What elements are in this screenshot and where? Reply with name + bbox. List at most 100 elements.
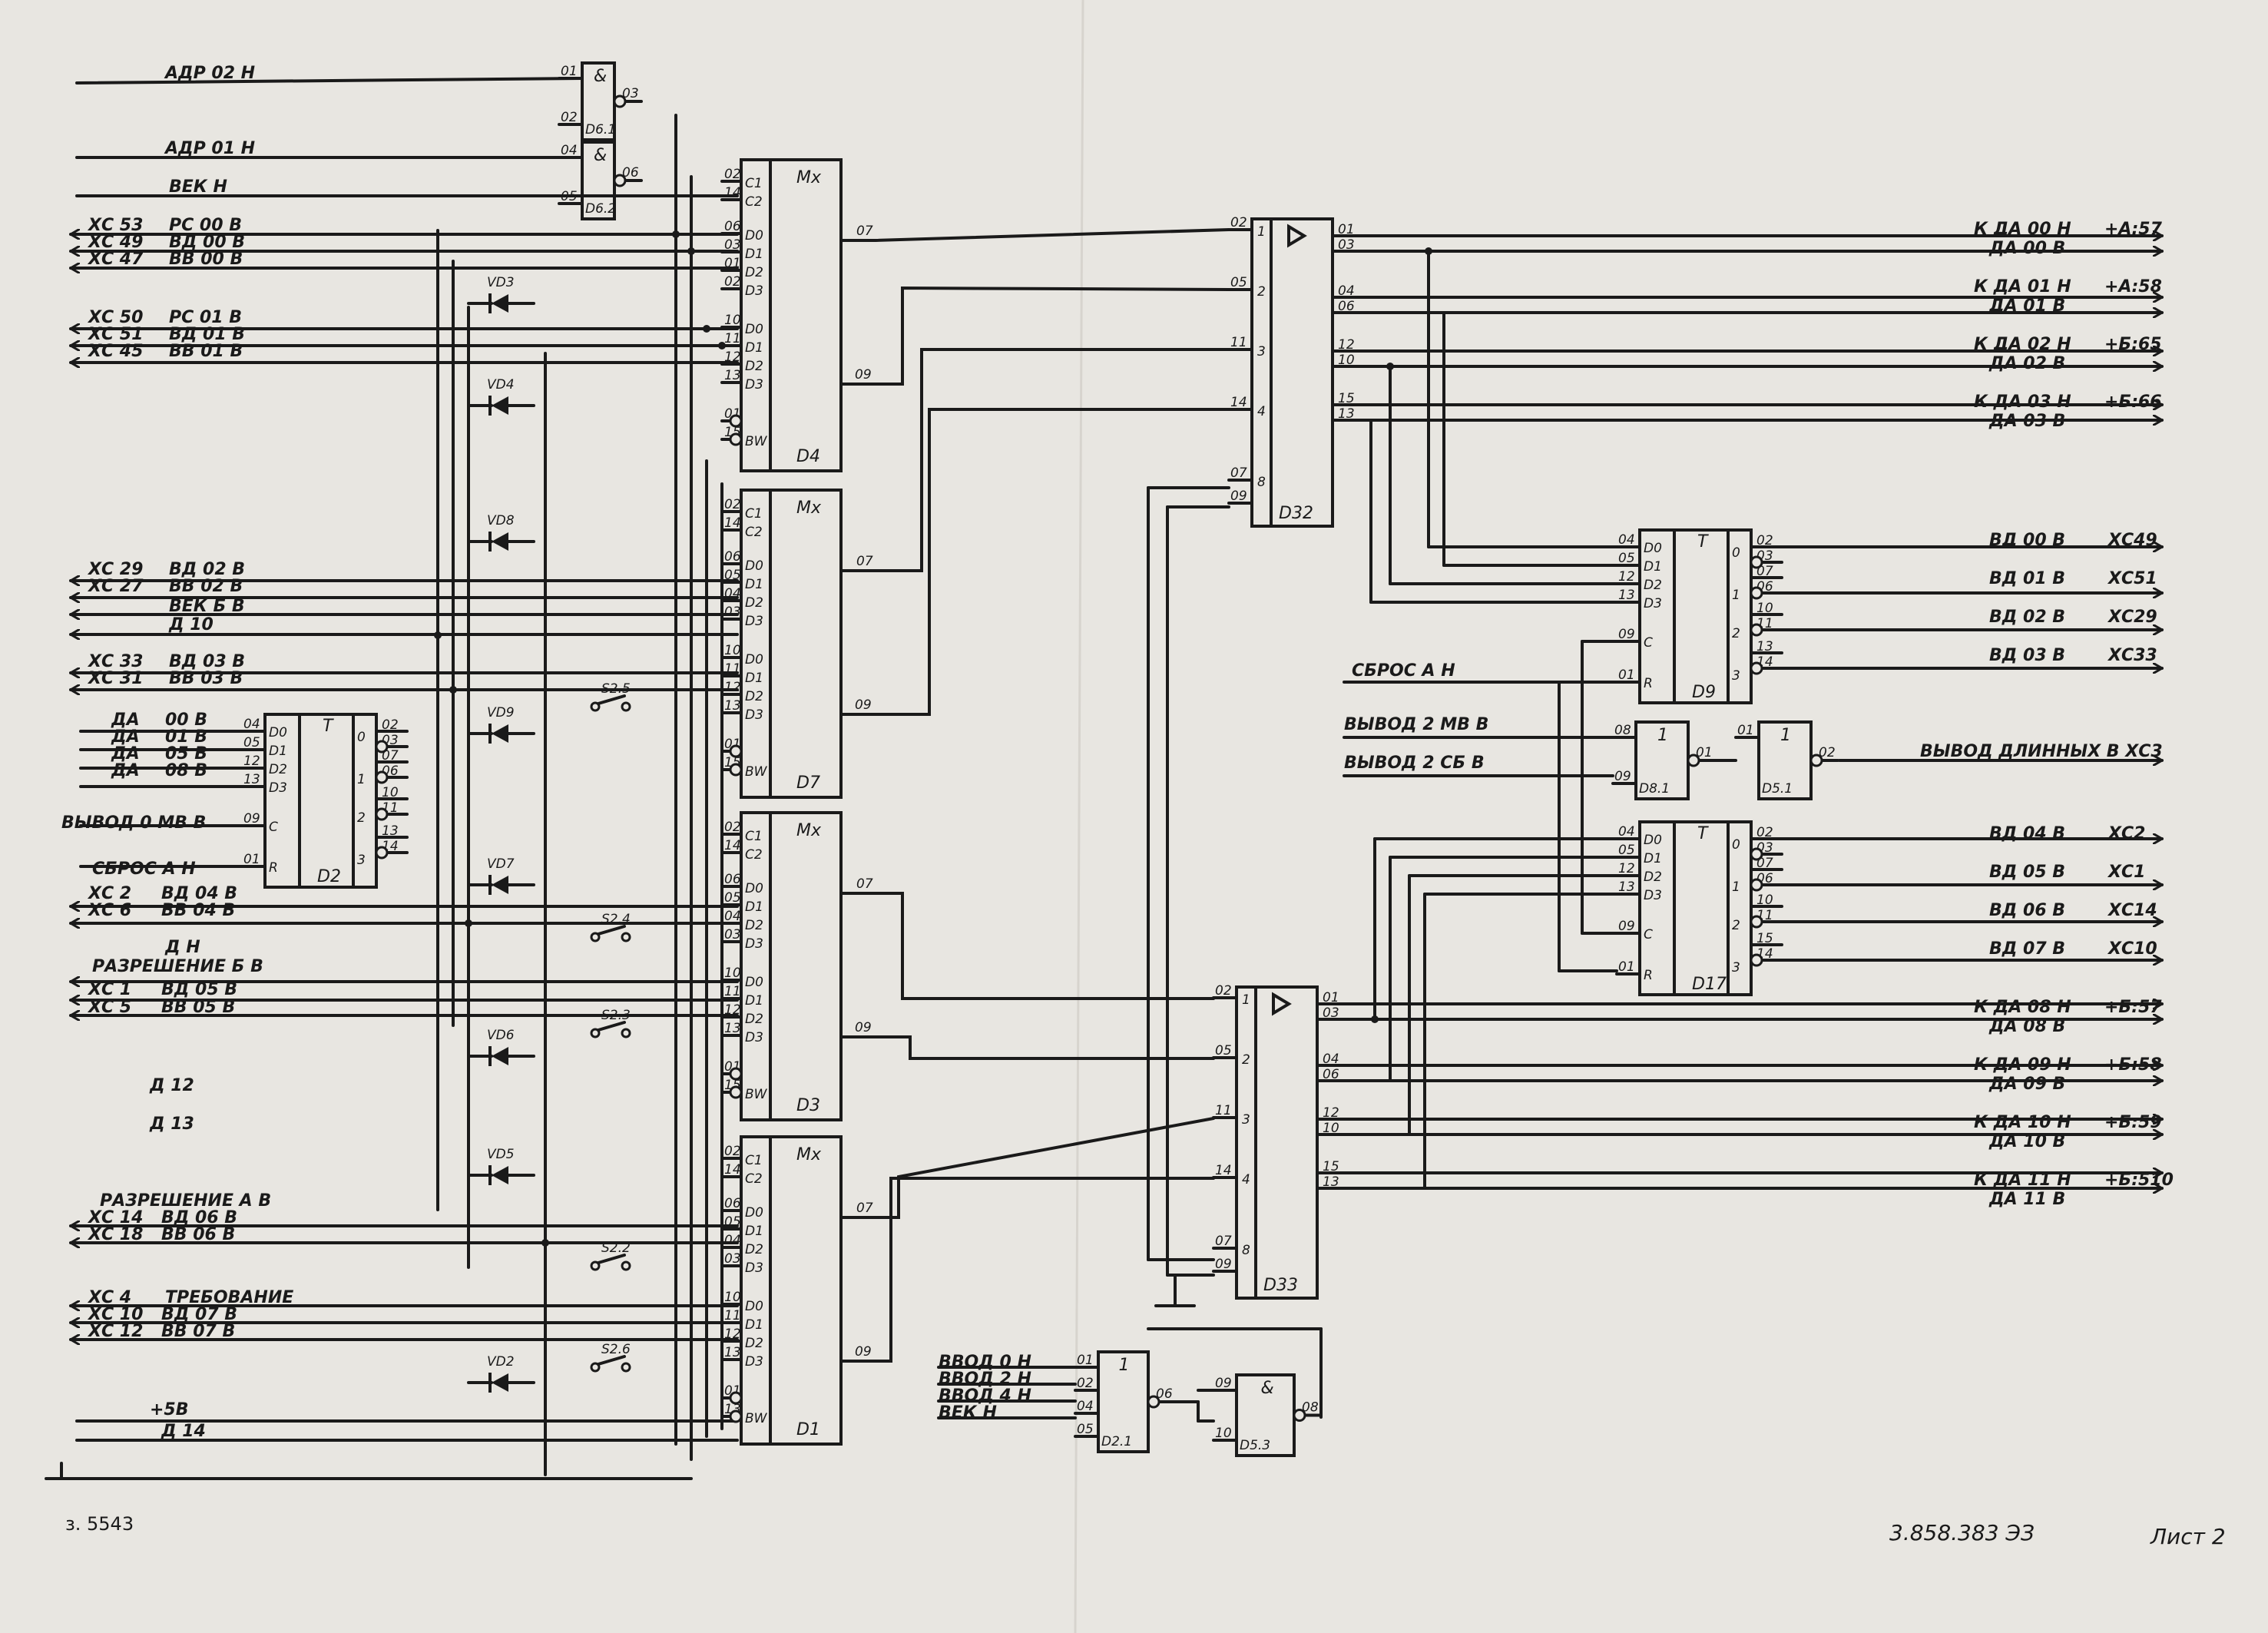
chip-title: Мх <box>796 1145 822 1164</box>
inversion-bubble <box>729 432 743 446</box>
pin-label: 05 <box>561 189 578 204</box>
signal-label: +5В <box>150 1400 189 1419</box>
pin-label: D2 <box>745 1012 763 1027</box>
pin-label: С1 <box>745 829 763 844</box>
jumper-label: S2.3 <box>601 1008 631 1023</box>
signal-label: Д 13 <box>149 1115 194 1134</box>
signal-label: ВВОД 2 Н <box>939 1370 1031 1389</box>
pin-label: 1 <box>357 772 366 787</box>
pin-label: D1 <box>745 993 763 1009</box>
signal-label: ВД 03 В <box>169 652 245 671</box>
pin-label: 13 <box>243 772 260 787</box>
pin-label: 05 <box>724 1214 741 1230</box>
pin-label: 05 <box>724 890 741 906</box>
inversion-bubble <box>375 740 389 754</box>
pin-label: 1 <box>1732 879 1740 895</box>
junction-dot <box>1386 363 1394 370</box>
signal-label: 00 В <box>165 711 207 730</box>
pin-label: D1 <box>1644 559 1662 575</box>
buffer-triangle-icon <box>1287 224 1307 248</box>
output-label: ВД 02 В <box>1989 608 2065 627</box>
pin-label: 09 <box>1215 1376 1232 1391</box>
pin-label: 11 <box>724 661 741 677</box>
pin-label: 01 <box>561 64 578 79</box>
pin-label: 13 <box>1323 1174 1339 1190</box>
pin-label: D2 <box>745 918 763 933</box>
junction-dot <box>1371 1015 1379 1023</box>
signal-label: ХС 5 <box>87 998 131 1017</box>
pin-label: 15 <box>1338 391 1355 406</box>
pin-label: 12 <box>1338 337 1355 353</box>
pin-label: 02 <box>724 274 741 290</box>
pin-label: 14 <box>724 838 741 853</box>
pin-label: 05 <box>1077 1422 1094 1437</box>
signal-label: РС 00 В <box>169 216 242 235</box>
signal-label: ХС 27 <box>87 577 144 596</box>
junction-dot <box>718 342 726 349</box>
chip-id: D3 <box>796 1096 820 1115</box>
pin-label: 04 <box>243 717 260 732</box>
output-label: ВД 01 В <box>1989 569 2065 588</box>
inversion-bubble <box>1750 953 1763 967</box>
signal-label: Д 10 <box>168 615 214 634</box>
output-label: ХС29 <box>2107 608 2157 627</box>
pin-label: 2 <box>1732 626 1740 641</box>
pin-label: 04 <box>724 1233 741 1248</box>
pin-label: 2 <box>357 810 366 826</box>
chip-title: T <box>1697 532 1709 552</box>
pin-label: 03 <box>622 86 639 101</box>
gate-symbol: 1 <box>1657 726 1668 745</box>
pin-label: 12 <box>724 1002 741 1018</box>
pin-label: D2 <box>745 1336 763 1351</box>
pin-label: 07 <box>1215 1234 1232 1249</box>
signal-label: ВД 02 В <box>169 560 245 579</box>
jumper-label: S2.2 <box>601 1240 631 1256</box>
pin-label: D1 <box>269 744 287 759</box>
pin-label: С <box>269 820 278 835</box>
signal-label: ВД 07 В <box>161 1305 237 1324</box>
pin-label: D2 <box>269 762 287 777</box>
pin-label: 13 <box>1618 588 1635 603</box>
pin-label: 05 <box>1618 551 1635 566</box>
pin-label: С <box>1644 927 1653 942</box>
output-label: +Б:59 <box>2104 1113 2162 1132</box>
pin-label: 09 <box>1614 769 1631 784</box>
pin-label: D2 <box>1644 578 1662 593</box>
signal-label: ВВ 03 В <box>169 669 243 688</box>
pin-label: 12 <box>724 680 741 695</box>
signal-label: ВВ 02 В <box>169 577 243 596</box>
paper-fold-line <box>1074 0 1084 1633</box>
output-label: К ДА 03 Н <box>1974 393 2071 412</box>
buffer-triangle-icon <box>1272 992 1292 1016</box>
diode-icon: VD2 <box>487 1354 515 1393</box>
junction-dot <box>449 686 457 694</box>
pin-label: 09 <box>855 1344 872 1360</box>
signal-label: ВД 04 В <box>161 884 237 903</box>
signal-label: ВД 06 В <box>161 1208 237 1227</box>
output-label: ХС51 <box>2107 569 2157 588</box>
pin-label: D3 <box>745 614 763 629</box>
pin-label: 3 <box>1732 668 1740 684</box>
pin-label: 11 <box>724 331 741 346</box>
wire <box>75 77 584 84</box>
pin-label: D2 <box>745 265 763 280</box>
output-label: ДА 02 В <box>1988 354 2065 373</box>
pin-label: 14 <box>724 185 741 200</box>
diode-icon: VD3 <box>487 275 515 313</box>
pin-label: 09 <box>243 811 260 826</box>
pin-label: D3 <box>745 283 763 299</box>
output-label: +Б:66 <box>2104 393 2162 412</box>
pin-label: D2 <box>1644 869 1662 885</box>
pin-label: 06 <box>724 219 741 234</box>
pin-label: 12 <box>724 349 741 365</box>
jumper-label: S2.4 <box>601 912 631 927</box>
inversion-bubble <box>1750 878 1763 892</box>
inversion-bubble <box>375 807 389 821</box>
pin-label: 1 <box>1242 992 1250 1008</box>
signal-label: ХС 31 <box>87 669 143 688</box>
gate-symbol: 1 <box>1780 726 1791 745</box>
signal-label: ВВ 04 В <box>161 901 235 920</box>
pin-label: D2 <box>745 359 763 374</box>
pin-label: 1 <box>1732 588 1740 603</box>
output-label: ВЫВОД ДЛИННЫХ В ХС3 <box>1920 742 2163 761</box>
